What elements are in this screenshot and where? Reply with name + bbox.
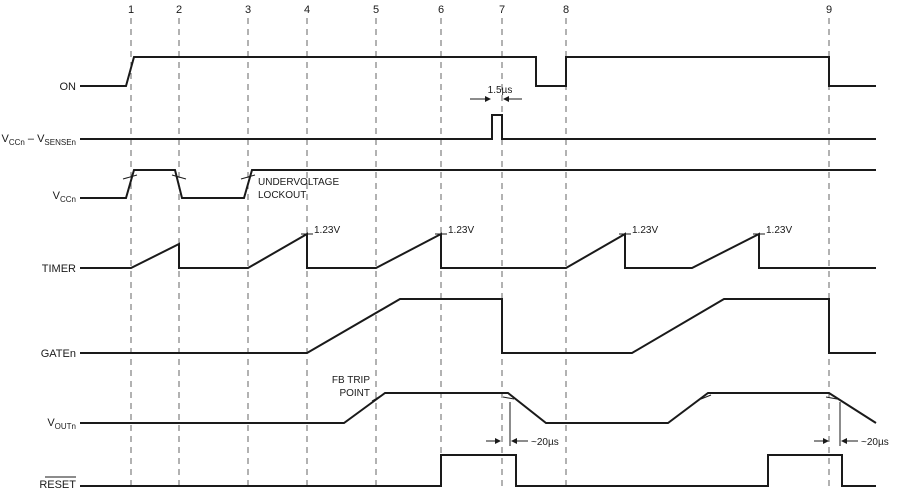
marker-8: 8: [563, 4, 569, 16]
label-timer: TIMER: [42, 263, 76, 275]
marker-4: 4: [304, 4, 310, 16]
delay-label-2: ~20µs: [861, 437, 889, 448]
vcc-tick-2: [171, 174, 187, 180]
vout-tick-4: [825, 396, 838, 400]
uvlo-label-line2: LOCKOUT: [258, 190, 306, 201]
waveform-reset: [80, 454, 876, 487]
marker-3: 3: [245, 4, 251, 16]
waveform-on: [80, 56, 876, 87]
waveform-vcc-minus-vsense: [80, 114, 876, 140]
label-vcc-minus-vsense: VCCn – VSENSEn: [1, 133, 76, 147]
delay-dimension-2: ~20µs: [814, 402, 889, 448]
waveform-gate: [80, 298, 876, 354]
waveform-vout: [80, 392, 877, 424]
pulse-width-label: 1.5µs: [488, 85, 513, 96]
vout-tick-3: [700, 394, 712, 400]
label-reset: RESET: [39, 479, 76, 491]
threshold-label-3: 1.23V: [632, 225, 658, 236]
fb-trip-label-line1: FB TRIP: [332, 375, 370, 386]
annotations: UNDERVOLTAGE LOCKOUT 1.23V 1.23V 1.23V 1…: [258, 177, 792, 399]
label-gate: GATEn: [41, 348, 76, 360]
fb-trip-label-line2: POINT: [339, 388, 370, 399]
label-vcc: VCCn: [53, 190, 76, 204]
vcc-tick-3: [240, 174, 256, 180]
delay-label-1: ~20µs: [531, 437, 559, 448]
waveform-timer: [80, 232, 876, 269]
marker-2: 2: [176, 4, 182, 16]
event-guides: [130, 18, 830, 490]
threshold-ticks: [122, 174, 838, 402]
uvlo-label-line1: UNDERVOLTAGE: [258, 177, 339, 188]
threshold-label-4: 1.23V: [766, 225, 792, 236]
marker-1: 1: [128, 4, 134, 16]
threshold-label-1: 1.23V: [314, 225, 340, 236]
marker-5: 5: [373, 4, 379, 16]
label-vout: VOUTn: [47, 417, 76, 431]
vout-tick-1: [371, 394, 383, 402]
vout-tick-2: [502, 396, 515, 400]
threshold-label-2: 1.23V: [448, 225, 474, 236]
marker-6: 6: [438, 4, 444, 16]
waveform-vcc: [80, 169, 876, 199]
pulse-width-dimension: 1.5µs: [470, 85, 522, 102]
label-on: ON: [60, 81, 77, 93]
marker-7: 7: [499, 4, 505, 16]
delay-dimension-1: ~20µs: [486, 402, 559, 448]
vcc-tick-1: [122, 174, 138, 180]
marker-9: 9: [826, 4, 832, 16]
signal-labels: ON VCCn – VSENSEn VCCn TIMER GATEn VOUTn…: [1, 81, 76, 491]
event-numbers: 1 2 3 4 5 6 7 8 9: [128, 4, 832, 16]
waveforms: [80, 56, 877, 487]
